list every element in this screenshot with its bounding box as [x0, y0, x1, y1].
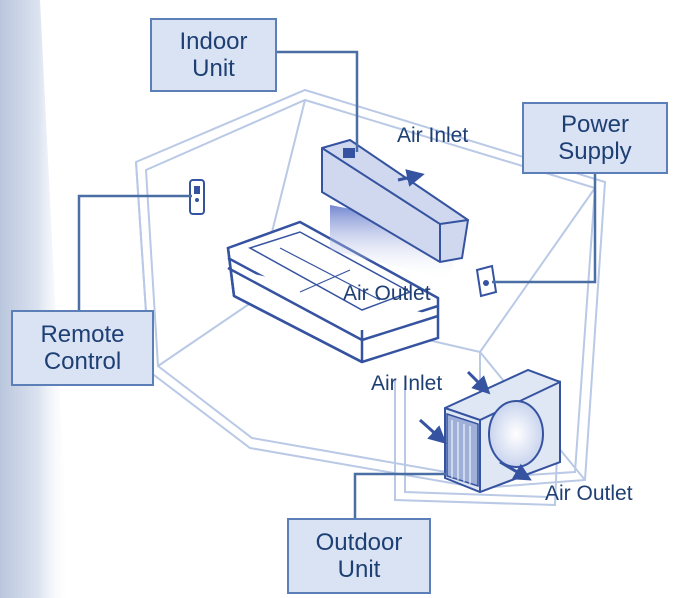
- air-outlet-indoor-label: Air Outlet: [343, 282, 431, 305]
- indoor-unit-connector: [277, 50, 359, 152]
- connector-lines: [77, 50, 597, 520]
- indoor-unit-label-box: Indoor Unit: [150, 18, 277, 92]
- outdoor-unit-connector: [353, 472, 446, 520]
- background-wall-shade: [0, 0, 70, 598]
- outdoor-unit-drawing: [418, 368, 561, 494]
- outdoor-unit-label-box: Outdoor Unit: [287, 518, 431, 594]
- remote-control-drawing: [189, 179, 205, 215]
- power-supply-connector: [492, 170, 597, 284]
- remote-control-label-line1: Remote: [40, 321, 125, 348]
- outdoor-unit-label-line1: Outdoor: [315, 529, 403, 556]
- outdoor-unit-label-line2: Unit: [337, 556, 381, 583]
- indoor-unit-drawing: [321, 138, 470, 264]
- power-supply-label-line2: Supply: [558, 138, 632, 165]
- air-inlet-outdoor-label: Air Inlet: [371, 372, 443, 395]
- bed-drawing: [226, 220, 440, 364]
- power-supply-label-line1: Power: [560, 111, 630, 138]
- remote-control-label-line2: Control: [43, 348, 122, 375]
- indoor-unit-label-line1: Indoor: [179, 28, 248, 55]
- power-supply-label-box: Power Supply: [522, 102, 668, 174]
- power-socket-drawing: [475, 264, 498, 298]
- indoor-unit-label-line2: Unit: [192, 55, 235, 82]
- remote-control-label-box: Remote Control: [11, 310, 154, 386]
- air-inlet-indoor-label: Air Inlet: [397, 124, 469, 147]
- remote-control-connector: [77, 194, 192, 310]
- air-outlet-outdoor-label: Air Outlet: [545, 482, 633, 505]
